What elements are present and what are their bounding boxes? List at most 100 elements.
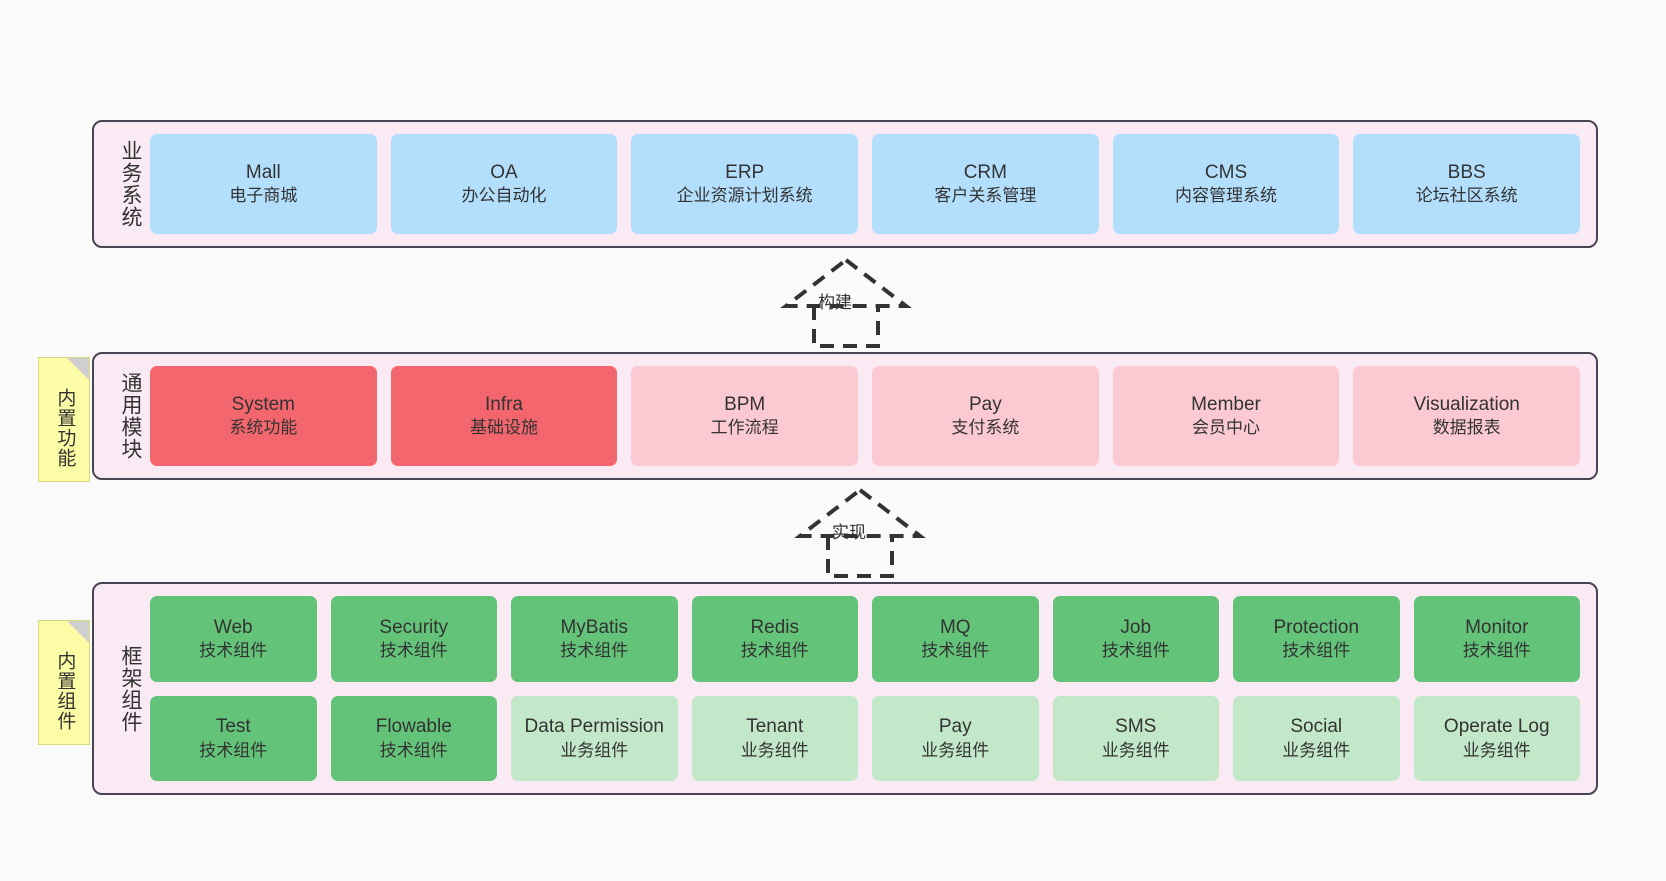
module-box-crm[interactable]: CRM 客户关系管理 [872,134,1099,234]
module-box-pay-business[interactable]: Pay 业务组件 [872,695,1039,781]
module-title: MyBatis [560,616,629,638]
module-subtitle: 内容管理系统 [1175,186,1278,206]
module-row: Web 技术组件 Security 技术组件 MyBatis 技术组件 Redi… [150,596,1580,682]
module-box-redis[interactable]: Redis 技术组件 [691,596,858,682]
module-title: Web [213,616,253,638]
module-box-bpm[interactable]: BPM 工作流程 [631,366,859,466]
connector-implement: 实现 [770,486,950,578]
module-title: SMS [1115,716,1157,738]
module-title: Security [379,616,449,638]
module-title: Flowable [375,716,452,738]
module-box-flowable[interactable]: Flowable 技术组件 [330,695,497,781]
module-title: Infra [484,393,524,415]
note-builtin-features-label: 内置功能 [54,387,76,468]
module-title: CMS [1204,161,1248,183]
module-subtitle: 数据报表 [1432,418,1501,438]
module-title: Pay [968,393,1002,415]
module-subtitle: 会员中心 [1192,418,1261,438]
module-title: Tenant [746,716,804,738]
module-subtitle: 技术组件 [379,641,448,661]
layer-common-module-body: System 系统功能 Infra 基础设施 BPM 工作流程 Pay 支付系统… [150,354,1596,478]
module-box-infra[interactable]: Infra 基础设施 [390,366,618,466]
module-box-data-permission[interactable]: Data Permission 业务组件 [511,695,678,781]
module-subtitle: 企业资源计划系统 [676,186,813,206]
module-subtitle: 技术组件 [1462,641,1531,661]
module-box-oa[interactable]: OA 办公自动化 [390,134,618,234]
generalization-arrow-icon [794,487,926,578]
layer-framework-component: 框架组件 Web 技术组件 Security 技术组件 MyBatis 技术组件… [92,582,1598,795]
module-row: System 系统功能 Infra 基础设施 BPM 工作流程 Pay 支付系统… [150,366,1581,466]
note-fold-icon [67,358,89,380]
module-subtitle: 技术组件 [921,641,990,661]
module-subtitle: 业务组件 [1282,740,1351,760]
module-subtitle: 业务组件 [1462,740,1531,760]
module-subtitle: 业务组件 [740,740,809,760]
module-subtitle: 技术组件 [1101,641,1170,661]
module-box-job[interactable]: Job 技术组件 [1052,596,1219,682]
module-box-member[interactable]: Member 会员中心 [1112,366,1340,466]
module-subtitle: 论坛社区系统 [1415,186,1518,206]
note-builtin-components-label: 内置组件 [54,650,76,731]
module-title: OA [490,161,518,183]
module-box-tenant[interactable]: Tenant 业务组件 [691,695,858,781]
module-box-test[interactable]: Test 技术组件 [150,695,317,781]
module-subtitle: 业务组件 [560,740,629,760]
module-box-bbs[interactable]: BBS 论坛社区系统 [1353,134,1581,234]
module-box-social[interactable]: Social 业务组件 [1233,695,1400,781]
note-builtin-components: 内置组件 [38,620,90,745]
layer-framework-component-body: Web 技术组件 Security 技术组件 MyBatis 技术组件 Redi… [150,584,1596,793]
module-box-mq[interactable]: MQ 技术组件 [872,596,1039,682]
module-subtitle: 工作流程 [710,418,779,438]
module-subtitle: 支付系统 [951,418,1020,438]
module-box-sms[interactable]: SMS 业务组件 [1052,695,1219,781]
layer-framework-component-label: 框架组件 [119,644,142,733]
module-title: Mall [245,161,281,183]
module-title: Redis [750,616,800,638]
module-box-mybatis[interactable]: MyBatis 技术组件 [511,596,678,682]
module-title: Operate Log [1443,716,1550,738]
module-row: Mall 电子商城 OA 办公自动化 ERP 企业资源计划系统 CRM 客户关系… [150,134,1581,234]
module-box-mall[interactable]: Mall 电子商城 [150,134,377,234]
module-title: Pay [938,716,972,738]
module-title: Visualization [1413,393,1520,415]
module-subtitle: 技术组件 [1282,641,1351,661]
module-subtitle: 办公自动化 [461,186,547,206]
connector-implement-label: 实现 [832,523,866,542]
module-subtitle: 基础设施 [470,418,538,438]
module-box-operate-log[interactable]: Operate Log 业务组件 [1413,695,1580,781]
module-subtitle: 客户关系管理 [934,186,1037,206]
module-subtitle: 业务组件 [921,740,990,760]
layer-common-module-label: 通用模块 [119,372,142,460]
module-title: Member [1191,393,1261,415]
module-box-pay[interactable]: Pay 支付系统 [872,366,1099,466]
connector-build-label: 构建 [818,293,852,312]
module-subtitle: 系统功能 [229,418,298,438]
module-box-security[interactable]: Security 技术组件 [330,596,497,682]
module-box-system[interactable]: System 系统功能 [150,366,377,466]
layer-business-system: 业务系统 Mall 电子商城 OA 办公自动化 ERP 企业资源计划系统 CRM… [92,120,1598,248]
module-subtitle: 技术组件 [379,740,448,760]
module-box-cms[interactable]: CMS 内容管理系统 [1112,134,1340,234]
module-box-monitor[interactable]: Monitor 技术组件 [1413,596,1580,682]
module-subtitle: 技术组件 [199,740,268,760]
module-title: Social [1290,716,1343,738]
module-subtitle: 业务组件 [1101,740,1170,760]
module-box-visualization[interactable]: Visualization 数据报表 [1353,366,1581,466]
module-title: Test [215,716,251,738]
module-box-protection[interactable]: Protection 技术组件 [1233,596,1400,682]
module-subtitle: 技术组件 [560,641,629,661]
layer-business-system-body: Mall 电子商城 OA 办公自动化 ERP 企业资源计划系统 CRM 客户关系… [150,122,1596,246]
module-subtitle: 电子商城 [229,186,298,206]
module-subtitle: 技术组件 [199,641,268,661]
module-title: ERP [725,161,765,183]
module-title: Protection [1273,616,1360,638]
module-title: CRM [963,161,1007,183]
module-subtitle: 技术组件 [740,641,809,661]
module-title: Data Permission [524,716,664,738]
layer-business-system-label: 业务系统 [119,140,142,228]
module-title: MQ [939,616,971,638]
module-title: BBS [1447,161,1486,183]
module-box-erp[interactable]: ERP 企业资源计划系统 [631,134,859,234]
module-box-web[interactable]: Web 技术组件 [150,596,317,682]
